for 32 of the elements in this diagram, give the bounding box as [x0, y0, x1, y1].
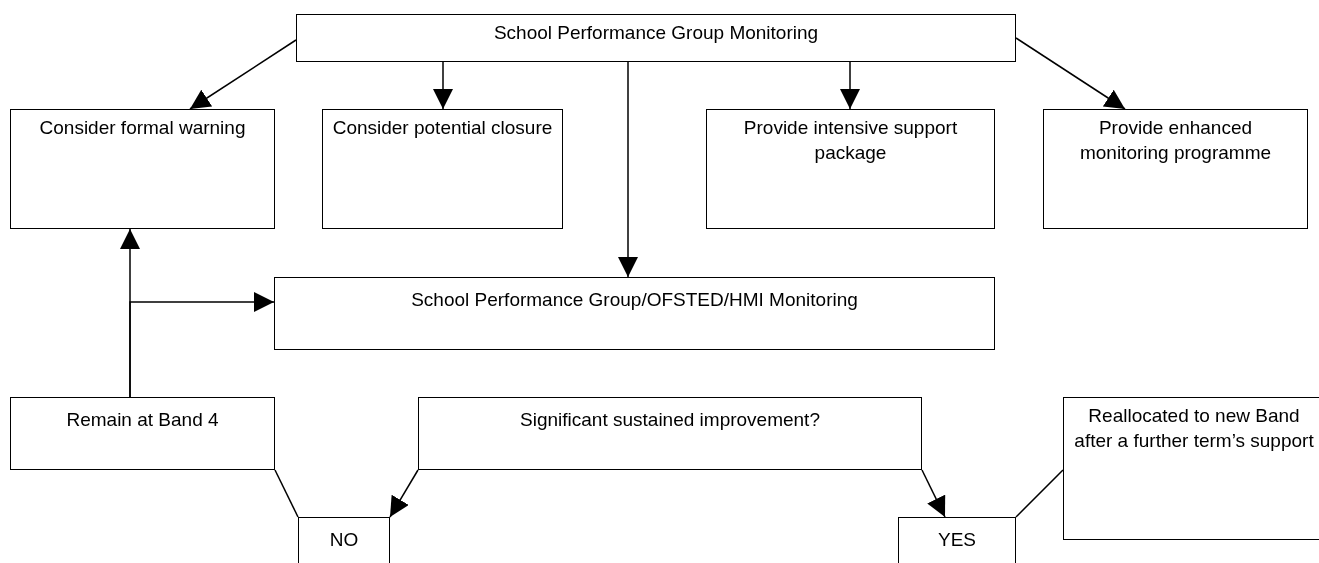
process-box — [10, 109, 275, 229]
connector-line — [274, 469, 299, 518]
process-box — [10, 397, 275, 470]
box-text: Consider potential closure — [332, 116, 553, 140]
box-text: Significant sustained improvement? — [520, 408, 820, 432]
box-text: Consider formal warning — [39, 116, 246, 140]
arrow — [433, 61, 453, 110]
arrow — [129, 292, 275, 398]
box-text: YES — [938, 528, 976, 552]
connector-line — [1015, 469, 1064, 518]
process-box — [706, 109, 995, 229]
box-text: Provide intensive support package — [742, 116, 959, 165]
process-box — [296, 14, 1016, 62]
box-text: NO — [329, 528, 359, 552]
arrow — [389, 469, 419, 518]
process-box — [898, 517, 1016, 563]
arrow — [189, 39, 297, 110]
box-text: School Performance Group/OFSTED/HMI Monitoring — [411, 288, 858, 312]
process-box — [1063, 397, 1319, 540]
arrow — [840, 61, 860, 110]
box-text: Remain at Band 4 — [66, 408, 219, 432]
process-box — [322, 109, 563, 229]
process-box — [1043, 109, 1308, 229]
box-text: School Performance Group Monitoring — [493, 21, 819, 45]
arrow — [921, 469, 946, 518]
process-box — [274, 277, 995, 350]
process-box — [298, 517, 390, 563]
arrow — [1015, 37, 1126, 110]
process-box — [418, 397, 922, 470]
box-text: Reallocated to new Band after a further term’s support — [1073, 404, 1315, 453]
arrow — [618, 61, 638, 278]
box-text: Provide enhanced monitoring programme — [1078, 116, 1273, 165]
